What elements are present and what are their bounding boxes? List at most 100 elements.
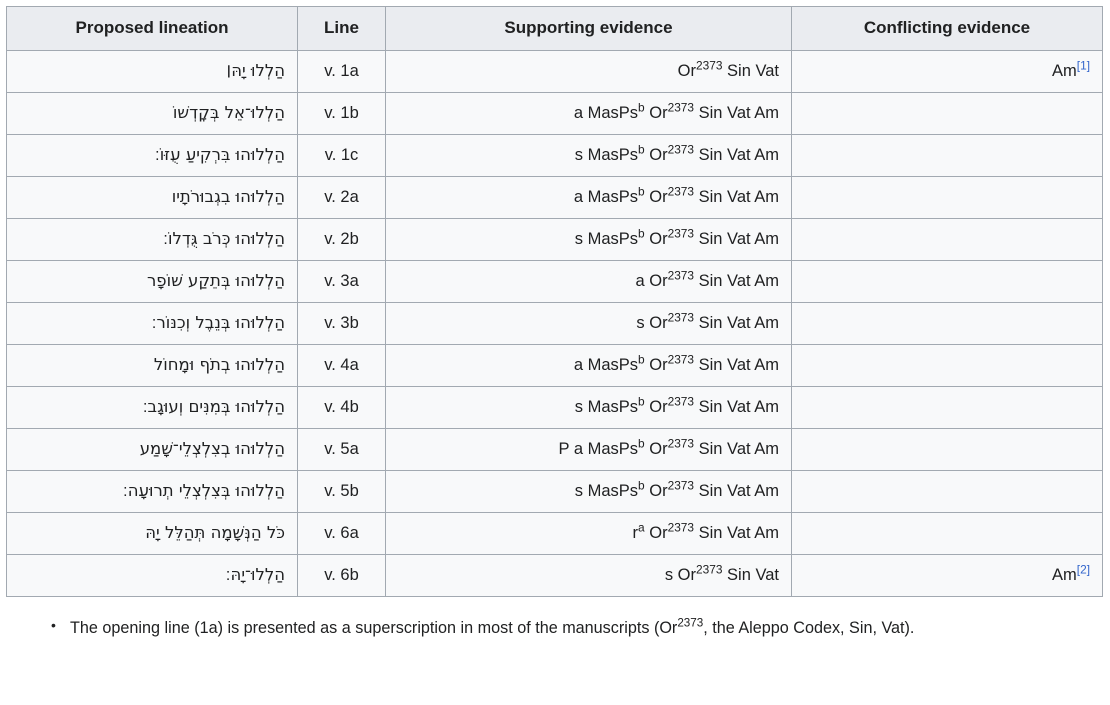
cell-line: v. 4a [297,344,386,387]
note-text-after: , the Aleppo Codex, Sin, Vat). [703,619,915,637]
support-tail: Sin Vat Am [694,524,779,543]
support-prefix: a [573,356,588,375]
reference-link[interactable]: [1] [1076,58,1090,73]
cell-supporting-evidence: a Or2373 Sin Vat Am [385,260,792,303]
reference-marker[interactable]: [2] [1077,563,1090,577]
support-siglum-superscript: b [638,226,645,241]
support-or-siglum: Or [649,440,668,459]
cell-supporting-evidence: s MasPsb Or2373 Sin Vat Am [385,134,792,177]
support-or-siglum: Or [677,62,697,81]
support-or-siglum: Or [649,230,668,249]
cell-conflicting-evidence [791,512,1103,555]
cell-line: v. 1c [297,134,386,177]
support-siglum: MasPs [587,188,639,207]
support-or-siglum: Or [677,566,697,585]
support-siglum: MasPs [587,356,639,375]
column-header-conflicting-evidence: Conflicting evidence [791,6,1103,51]
support-prefix: a [573,188,588,207]
cell-line: v. 1b [297,92,386,135]
support-or-superscript: 2373 [667,226,695,241]
support-siglum-superscript: a [638,520,645,535]
cell-proposed-lineation: הַלְלוּהוּ בְּצִלְצְלֵי תְרוּעָה׃ [6,470,298,513]
cell-line: v. 3b [297,302,386,345]
support-or-siglum: Or [649,314,668,333]
support-tail: Sin Vat Am [694,356,779,375]
cell-proposed-lineation: הַלְלוּהוּ בִּרְקִיעַ עֻזּוֹ׃ [6,134,298,177]
table-row: הַלְלוּהוּ בִּרְקִיעַ עֻזּוֹ׃v. 1c s MasP… [6,134,1103,177]
support-tail: Sin Vat [722,62,779,81]
support-prefix: s [636,314,650,333]
support-siglum: MasPs [587,146,639,165]
support-prefix: r [632,524,639,543]
table-header-row: Proposed lineation Line Supporting evide… [6,6,1103,51]
cell-conflicting-evidence [791,428,1103,471]
cell-supporting-evidence: P a MasPsb Or2373 Sin Vat Am [385,428,792,471]
support-siglum-superscript: b [638,142,645,157]
support-tail: Sin Vat Am [694,104,779,123]
cell-conflicting-evidence [791,344,1103,387]
note-item: The opening line (1a) is presented as a … [51,614,1070,641]
support-or-superscript: 2373 [667,520,695,535]
support-or-superscript: 2373 [667,436,695,451]
support-prefix: s [574,482,588,501]
cell-line: v. 2b [297,218,386,261]
support-prefix: s [574,146,588,165]
cell-line: v. 6b [297,554,386,597]
support-tail: Sin Vat [722,566,779,585]
reference-marker[interactable]: [1] [1077,59,1090,73]
conflict-siglum: Am [1052,62,1077,81]
support-tail: Sin Vat Am [694,272,779,291]
support-siglum: MasPs [587,230,639,249]
support-or-siglum: Or [649,524,668,543]
cell-supporting-evidence: s Or2373 Sin Vat Am [385,302,792,345]
support-siglum-superscript: b [638,100,645,115]
support-prefix: s [664,566,678,585]
cell-line: v. 1a [297,50,386,93]
cell-conflicting-evidence [791,260,1103,303]
support-tail: Sin Vat Am [694,398,779,417]
column-header-proposed-lineation: Proposed lineation [6,6,298,51]
cell-line: v. 3a [297,260,386,303]
support-prefix: s [574,398,588,417]
note-text-before: The opening line (1a) is presented as a … [70,619,678,637]
cell-conflicting-evidence [791,134,1103,177]
support-or-siglum: Or [649,188,668,207]
notes-section: The opening line (1a) is presented as a … [0,597,1110,641]
cell-proposed-lineation: כֹּל הַנְּשָׁמָה תְּהַלֵּל יָהּ [6,512,298,555]
cell-line: v. 5a [297,428,386,471]
cell-supporting-evidence: Or2373 Sin Vat [385,50,792,93]
cell-proposed-lineation: הַלְלוּהוּ בְּמִנִּים וְעוּגָב׃ [6,386,298,429]
support-or-siglum: Or [649,104,668,123]
support-or-superscript: 2373 [696,58,723,73]
table-container: Proposed lineation Line Supporting evide… [6,6,1103,597]
column-header-supporting-evidence: Supporting evidence [385,6,792,51]
cell-proposed-lineation: הַלְלוּ־אֵל בְּקׇדְשׁוֹ [6,92,298,135]
support-or-siglum: Or [649,356,668,375]
support-tail: Sin Vat Am [694,440,779,459]
support-siglum-superscript: b [638,394,645,409]
cell-proposed-lineation: הַלְלוּהוּ כְּרֹב גֻּדְלוֹ׃ [6,218,298,261]
reference-link[interactable]: [2] [1076,562,1090,577]
support-or-superscript: 2373 [667,268,695,283]
cell-proposed-lineation: הַלְלוּ יָהּ׀ [6,50,298,93]
cell-conflicting-evidence [791,470,1103,513]
support-prefix: a [573,104,588,123]
cell-proposed-lineation: הַלְלוּ־יָהּ׃ [6,554,298,597]
cell-conflicting-evidence: Am[2] [791,554,1103,597]
support-or-siglum: Or [649,272,668,291]
cell-line: v. 2a [297,176,386,219]
support-or-siglum: Or [649,482,668,501]
cell-supporting-evidence: ra Or2373 Sin Vat Am [385,512,792,555]
cell-conflicting-evidence: Am[1] [791,50,1103,93]
support-or-superscript: 2373 [696,562,723,577]
support-or-superscript: 2373 [667,478,695,493]
cell-line: v. 6a [297,512,386,555]
